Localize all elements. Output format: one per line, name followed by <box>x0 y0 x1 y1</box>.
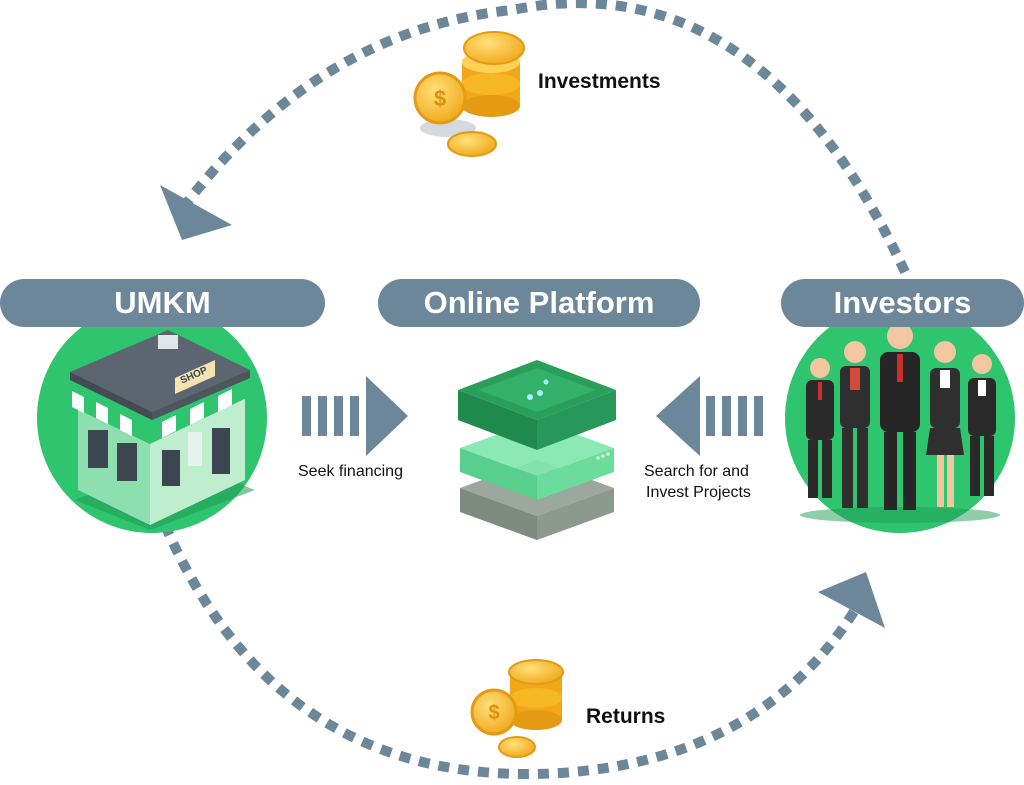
umkm-label: UMKM <box>0 279 325 327</box>
returns-coins-icon: $ <box>470 659 564 758</box>
invest-projects-arrow-icon <box>656 376 763 456</box>
investors-label-text: Investors <box>833 285 972 320</box>
svg-text:$: $ <box>488 702 499 724</box>
search-invest-label-line1: Search for and <box>644 463 749 480</box>
shop-icon <box>60 330 255 530</box>
returns-arrowhead-icon <box>818 572 885 628</box>
seek-financing-arrow-icon <box>302 376 408 456</box>
returns-label: Returns <box>586 705 666 728</box>
investments-dotted-arc <box>181 0 910 275</box>
investments-label: Investments <box>538 70 661 93</box>
investors-label: Investors <box>781 279 1024 327</box>
seek-financing-label: Seek financing <box>298 463 403 480</box>
umkm-label-text: UMKM <box>114 285 211 320</box>
returns-dotted-arc <box>160 523 860 779</box>
investments-coins-icon: $ <box>413 31 525 157</box>
svg-text:$: $ <box>434 86 446 111</box>
online-platform-label: Online Platform <box>378 279 700 327</box>
investors-people-icon <box>800 323 1000 523</box>
platform-server-icon <box>458 360 616 540</box>
investments-arrowhead-icon <box>160 185 232 240</box>
online-platform-label-text: Online Platform <box>423 285 655 320</box>
search-invest-label-line2: Invest Projects <box>646 484 751 501</box>
